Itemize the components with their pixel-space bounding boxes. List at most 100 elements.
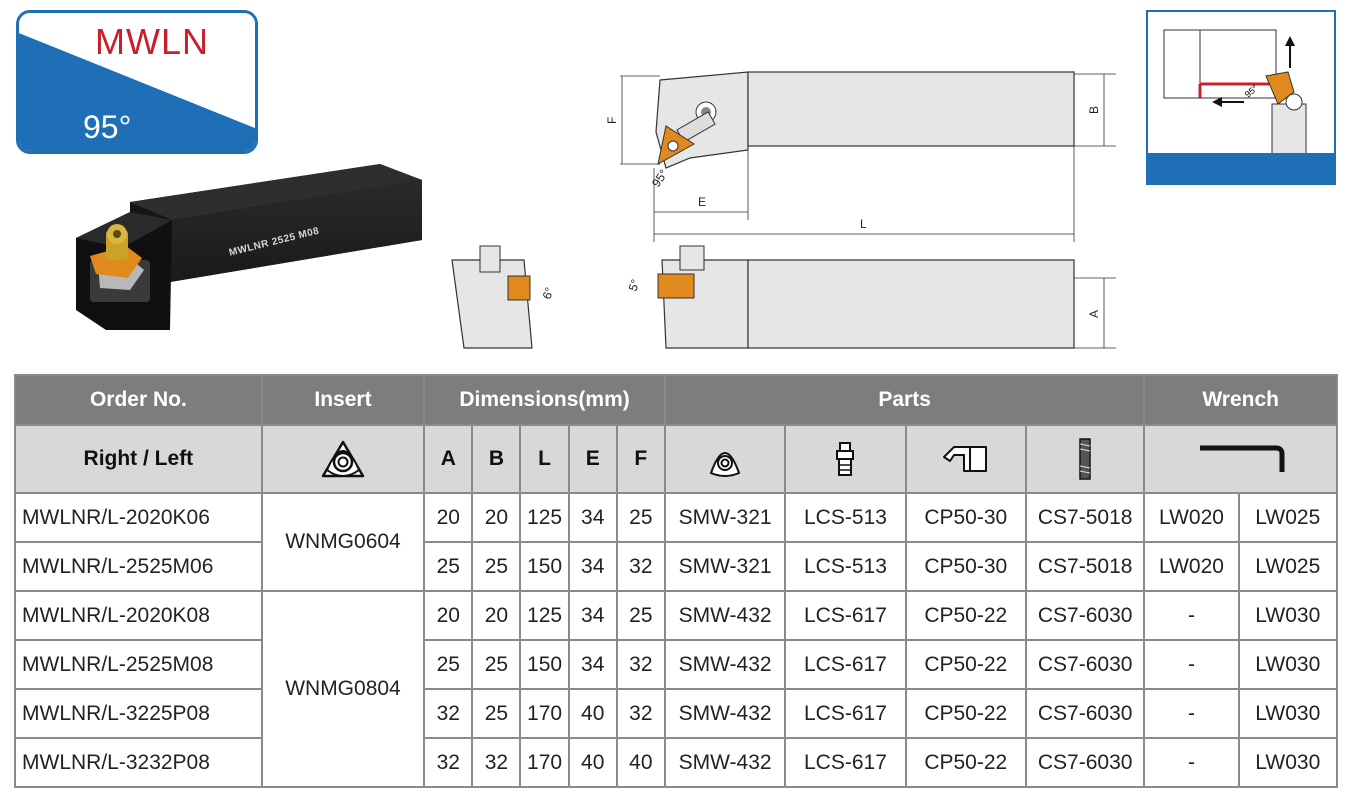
screw-cell: CS7-6030 xyxy=(1024,639,1146,690)
pin-cell: LCS-617 xyxy=(784,737,907,788)
clamp-cell: CP50-30 xyxy=(904,492,1027,543)
clamp-cell: CP50-22 xyxy=(904,639,1027,690)
clamp-cell: CP50-22 xyxy=(904,590,1027,641)
A-cell: 32 xyxy=(423,737,474,788)
wrench1-cell: - xyxy=(1143,639,1240,690)
wrench2-cell: LW030 xyxy=(1237,639,1339,690)
screw-cell: CS7-5018 xyxy=(1024,492,1146,543)
tool-type-badge: MWLN 95° xyxy=(16,10,258,154)
F-cell: 25 xyxy=(615,492,666,543)
shim-cell: SMW-321 xyxy=(663,541,787,592)
badge-approach-angle: 95° xyxy=(83,109,132,145)
pin-cell: LCS-617 xyxy=(784,688,907,739)
B-cell: 25 xyxy=(471,688,522,739)
table-sub-header-row: Right / Left A B L E F xyxy=(14,424,1338,494)
B-cell: 25 xyxy=(471,541,522,592)
header-dim-L: L xyxy=(519,424,570,494)
badge-tool-name: MWLN xyxy=(95,21,209,62)
dim-F-label: F xyxy=(605,117,619,124)
E-cell: 40 xyxy=(567,737,618,788)
clamp-cell: CP50-22 xyxy=(904,688,1027,739)
shim-icon xyxy=(663,424,787,494)
L-cell: 150 xyxy=(519,639,570,690)
order-number-cell: MWLNR/L-2020K06 xyxy=(14,492,263,543)
B-cell: 20 xyxy=(471,492,522,543)
angle-5-label: 5° xyxy=(626,277,643,293)
hex-wrench-icon xyxy=(1143,424,1338,494)
A-cell: 20 xyxy=(423,492,474,543)
angle-95-label: 95° xyxy=(649,167,671,190)
wrench2-cell: LW025 xyxy=(1237,541,1339,592)
A-cell: 25 xyxy=(423,639,474,690)
F-cell: 32 xyxy=(615,541,666,592)
shim-cell: SMW-432 xyxy=(663,688,787,739)
wrench1-cell: - xyxy=(1143,737,1240,788)
dimension-drawing: F B E 95° L 6° 5° A xyxy=(451,71,1116,349)
screw-cell: CS7-6030 xyxy=(1024,688,1146,739)
dim-A-label: A xyxy=(1087,310,1101,318)
angle-6-label: 6° xyxy=(540,285,557,301)
F-cell: 25 xyxy=(615,590,666,641)
screw-cell: CS7-5018 xyxy=(1024,541,1146,592)
pin-cell: LCS-513 xyxy=(784,541,907,592)
E-cell: 34 xyxy=(567,590,618,641)
lock-pin-icon xyxy=(784,424,907,494)
clamp-cell: CP50-30 xyxy=(904,541,1027,592)
F-cell: 40 xyxy=(615,737,666,788)
clamp-cell: CP50-22 xyxy=(904,737,1027,788)
wrench1-cell: LW020 xyxy=(1143,541,1240,592)
order-number-cell: MWLNR/L-2525M08 xyxy=(14,639,263,690)
operation-diagram: 95° xyxy=(1146,10,1336,185)
insert-cell: WNMG0804 xyxy=(260,590,426,788)
insert-icon xyxy=(260,424,426,494)
screw-cell: CS7-6030 xyxy=(1024,590,1146,641)
pin-cell: LCS-513 xyxy=(784,492,907,543)
L-cell: 125 xyxy=(519,492,570,543)
F-cell: 32 xyxy=(615,688,666,739)
pin-cell: LCS-617 xyxy=(784,590,907,641)
dim-L-label: L xyxy=(860,217,867,231)
wrench2-cell: LW025 xyxy=(1237,492,1339,543)
header-right-left: Right / Left xyxy=(14,424,263,494)
A-cell: 32 xyxy=(423,688,474,739)
shim-cell: SMW-432 xyxy=(663,737,787,788)
L-cell: 170 xyxy=(519,737,570,788)
badge-background xyxy=(19,13,255,151)
B-cell: 25 xyxy=(471,639,522,690)
header-dim-A: A xyxy=(423,424,474,494)
insert-cell: WNMG0604 xyxy=(260,492,426,592)
operation-diagram-drawing: 95° xyxy=(1163,29,1307,155)
clamp-icon xyxy=(904,424,1027,494)
order-number-cell: MWLNR/L-3225P08 xyxy=(14,688,263,739)
order-number-cell: MWLNR/L-2525M06 xyxy=(14,541,263,592)
shim-cell: SMW-432 xyxy=(663,590,787,641)
L-cell: 125 xyxy=(519,590,570,641)
dim-E-label: E xyxy=(698,195,706,209)
header-dimensions: Dimensions(mm) xyxy=(423,374,666,426)
wrench2-cell: LW030 xyxy=(1237,688,1339,739)
E-cell: 34 xyxy=(567,492,618,543)
header-insert: Insert xyxy=(260,374,426,426)
shim-cell: SMW-432 xyxy=(663,639,787,690)
F-cell: 32 xyxy=(615,639,666,690)
table-group-header-row: Order No. Insert Dimensions(mm) Parts Wr… xyxy=(14,374,1338,426)
L-cell: 150 xyxy=(519,541,570,592)
shim-cell: SMW-321 xyxy=(663,492,787,543)
operation-diagram-footer xyxy=(1148,153,1334,183)
screw-cell: CS7-6030 xyxy=(1024,737,1146,788)
tool-holder-photo xyxy=(76,164,422,330)
A-cell: 20 xyxy=(423,590,474,641)
wrench1-cell: - xyxy=(1143,590,1240,641)
wrench2-cell: LW030 xyxy=(1237,737,1339,788)
pin-cell: LCS-617 xyxy=(784,639,907,690)
L-cell: 170 xyxy=(519,688,570,739)
A-cell: 25 xyxy=(423,541,474,592)
B-cell: 32 xyxy=(471,737,522,788)
dim-B-label: B xyxy=(1087,106,1101,114)
